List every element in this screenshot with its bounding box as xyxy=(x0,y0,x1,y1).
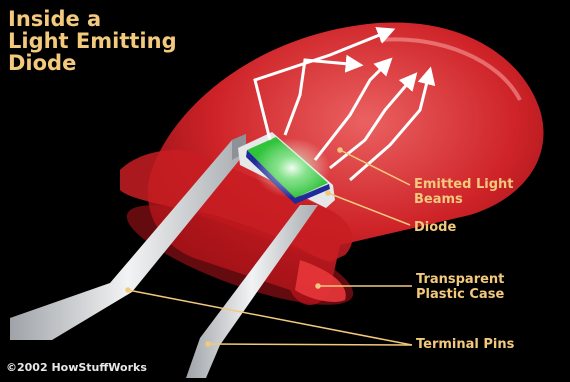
callout-diode: Diode xyxy=(414,220,456,235)
title-line-2: Light Emitting xyxy=(8,30,177,52)
copyright-notice: ©2002 HowStuffWorks xyxy=(6,361,147,374)
callout-case-1: Transparent xyxy=(416,272,504,287)
title-line-3: Diode xyxy=(8,52,76,74)
callout-case-2: Plastic Case xyxy=(416,287,504,302)
title-line-1: Inside a xyxy=(8,8,101,30)
callout-emitted-light-2: Beams xyxy=(414,192,463,207)
callout-pins: Terminal Pins xyxy=(416,337,514,352)
callout-emitted-light-1: Emitted Light xyxy=(414,177,513,192)
